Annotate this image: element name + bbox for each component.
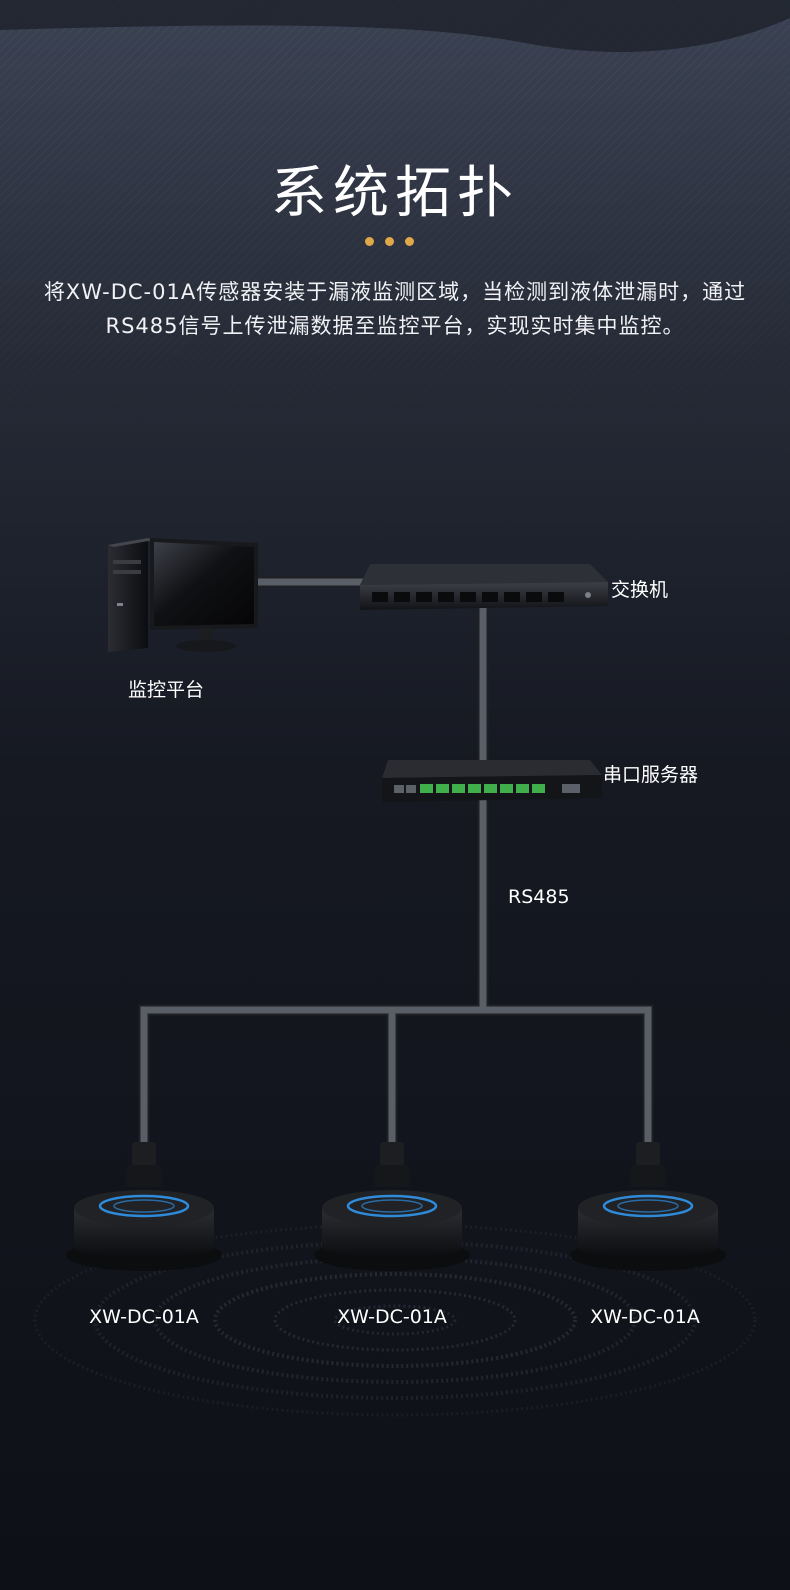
sensor-label: XW-DC-01A (337, 1306, 447, 1328)
serial-server-icon (382, 760, 602, 802)
network-switch-icon (360, 564, 608, 610)
serial-server-label: 串口服务器 (603, 764, 698, 786)
rs485-bus-label: RS485 (508, 886, 570, 908)
sensor-label: XW-DC-01A (590, 1306, 700, 1328)
switch-label: 交换机 (611, 579, 668, 601)
leak-sensor-icon (570, 1142, 726, 1271)
cable-lines (144, 582, 648, 1145)
leak-sensor-icon (66, 1142, 222, 1271)
sensor-label: XW-DC-01A (89, 1306, 199, 1328)
desktop-computer-icon (108, 538, 258, 652)
leak-sensor-icon (314, 1142, 470, 1271)
monitor-platform-label: 监控平台 (128, 679, 204, 701)
